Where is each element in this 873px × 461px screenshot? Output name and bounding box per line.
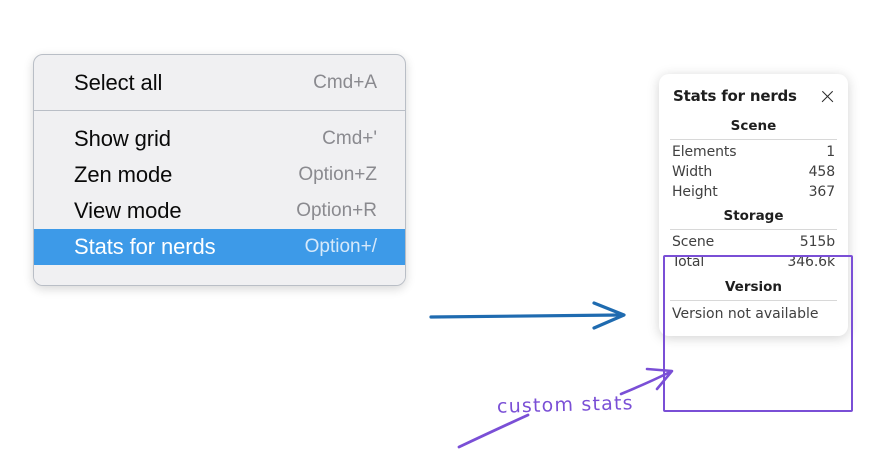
stats-row-key: Elements [672,144,737,160]
stats-row-value: 346.6k [787,254,835,270]
menu-item-show-grid[interactable]: Show grid Cmd+' [34,121,405,157]
menu-item-stats-for-nerds[interactable]: Stats for nerds Option+/ [34,229,405,265]
menu-item-shortcut: Option+/ [304,236,377,257]
purple-arrow-annotation [619,367,674,396]
menu-item-label: Show grid [74,126,171,151]
menu-section-2: Show grid Cmd+' Zen mode Option+Z View m… [34,111,405,265]
menu-item-shortcut: Option+Z [298,164,377,185]
purple-underline-annotation [457,413,530,449]
stats-for-nerds-panel: Stats for nerds Scene Elements 1 Width 4… [659,74,848,336]
stats-row-height: Height 367 [659,182,848,202]
blue-arrow-annotation [429,301,626,330]
menu-item-label: Zen mode [74,162,173,187]
menu-item-label: Stats for nerds [74,234,216,259]
stats-row-value: 458 [808,164,836,180]
menu-item-shortcut: Cmd+A [313,72,377,93]
menu-item-shortcut: Cmd+' [322,128,377,149]
stats-row-storage-scene: Scene 515b [659,232,848,252]
stats-row-value: 1 [826,144,835,160]
stats-panel-title: Stats for nerds [673,87,797,105]
menu-item-zen-mode[interactable]: Zen mode Option+Z [34,157,405,193]
menu-item-label: Select all [74,70,163,95]
menu-item-select-all[interactable]: Select all Cmd+A [34,65,405,101]
menu-item-shortcut: Option+R [296,200,377,221]
section-rule [670,229,837,230]
stats-row-width: Width 458 [659,162,848,182]
stats-row-key: Total [672,254,705,270]
version-not-available-text: Version not available [672,306,819,322]
stats-row-value: 367 [808,184,836,200]
menu-bottom-padding [34,265,405,285]
stats-section-heading-version: Version [724,279,783,295]
menu-item-view-mode[interactable]: View mode Option+R [34,193,405,229]
stats-section-heading-scene: Scene [730,118,777,134]
stats-panel-header: Stats for nerds [659,87,848,105]
stats-row-elements: Elements 1 [659,142,848,162]
menu-section-1: Select all Cmd+A [34,55,405,110]
section-rule [670,300,837,301]
close-icon[interactable] [820,89,835,104]
context-menu[interactable]: Select all Cmd+A Show grid Cmd+' Zen mod… [33,54,406,286]
menu-item-label: View mode [74,198,182,223]
stats-row-key: Height [672,184,718,200]
stats-row-storage-total: Total 346.6k [659,252,848,272]
section-rule [670,139,837,140]
stats-row-value: 515b [799,234,835,250]
stats-row-key: Width [672,164,713,180]
custom-stats-label: custom stats [496,392,635,418]
stats-section-heading-storage: Storage [723,208,784,224]
menu-divider [34,110,405,111]
stats-row-key: Scene [672,234,715,250]
